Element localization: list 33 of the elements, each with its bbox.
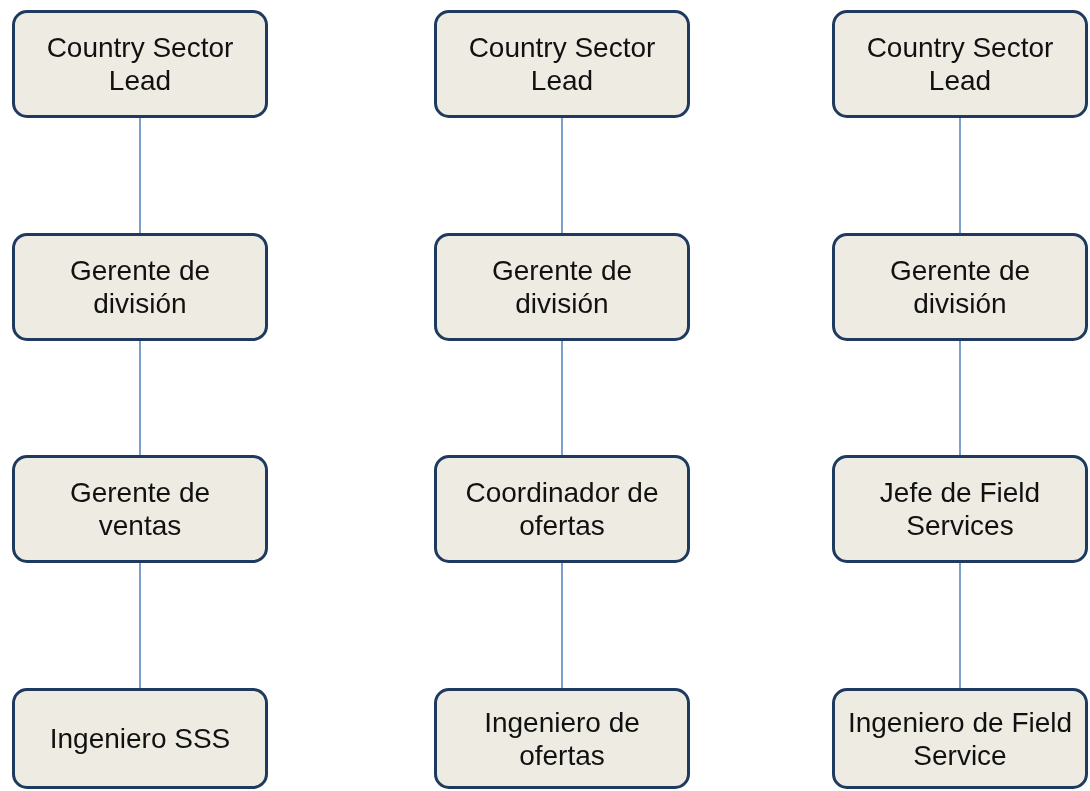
role-box [434, 10, 690, 118]
connector-line [561, 117, 563, 234]
role-box [12, 233, 268, 341]
role-title: Ingeniero SSS [48, 722, 232, 755]
connector-line [959, 340, 961, 456]
role-box [832, 688, 1088, 789]
role-box [12, 10, 268, 118]
role-box [434, 688, 690, 789]
role-title: Ingeniero de Field Service [846, 705, 1074, 772]
role-title: Gerente de división [490, 254, 634, 320]
role-box [12, 455, 268, 563]
role-title: Country Sector Lead [45, 31, 235, 97]
role-box [434, 233, 690, 341]
connector-line [139, 117, 141, 234]
connector-line [959, 117, 961, 234]
role-title: Gerente de ventas [68, 476, 212, 542]
role-box [434, 455, 690, 563]
connector-line [561, 340, 563, 456]
connector-line [139, 562, 141, 689]
connector-line [959, 562, 961, 689]
role-title: Ingeniero de ofertas [483, 705, 641, 772]
role-title: Gerente de división [888, 254, 1032, 320]
role-title: Coordinador de ofertas [464, 476, 660, 542]
role-title: Country Sector Lead [467, 31, 657, 97]
role-box [832, 455, 1088, 563]
role-title: Country Sector Lead [865, 31, 1055, 97]
role-title: Jefe de Field Services [878, 476, 1042, 542]
role-box [832, 233, 1088, 341]
role-box [832, 10, 1088, 118]
connector-line [139, 340, 141, 456]
role-box [12, 688, 268, 789]
role-title: Gerente de división [68, 254, 212, 320]
connector-line [561, 562, 563, 689]
